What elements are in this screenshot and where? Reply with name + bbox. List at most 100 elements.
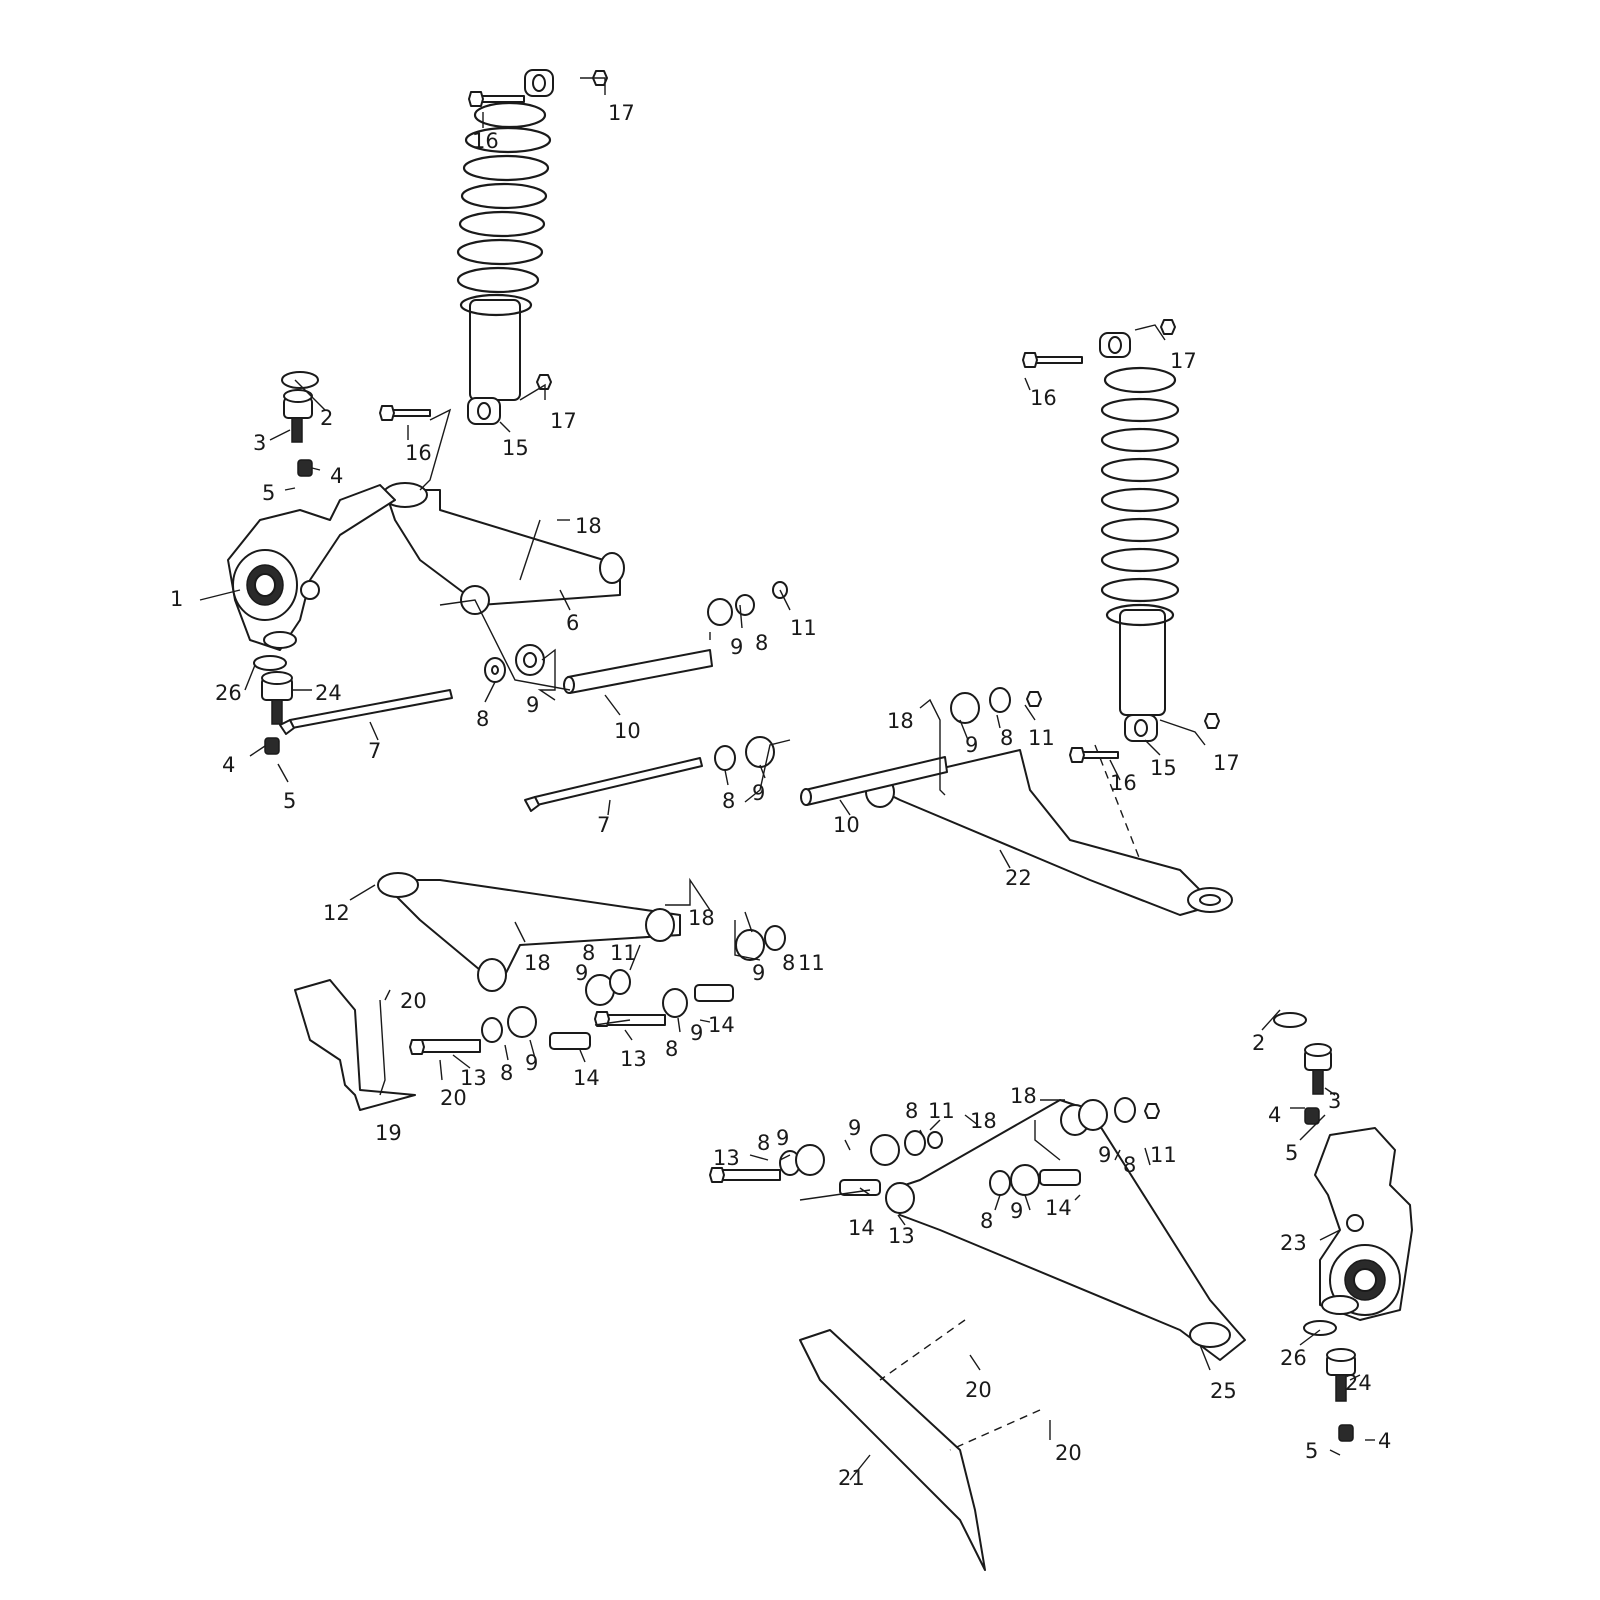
callout-9: 9 <box>965 733 978 757</box>
callout-20: 20 <box>440 1086 467 1110</box>
callout-25: 25 <box>1210 1379 1237 1403</box>
callout-11: 11 <box>1150 1143 1177 1167</box>
upper-control-arm-rear <box>377 872 681 992</box>
callout-18: 18 <box>524 951 551 975</box>
callout-13: 13 <box>620 1047 647 1071</box>
callout-14: 14 <box>708 1013 735 1037</box>
callout-18: 18 <box>688 906 715 930</box>
leader-lines <box>199 77 1375 1481</box>
sleeve-10-left <box>563 649 713 694</box>
pivot-shaft-7-right <box>524 757 703 812</box>
steering-knuckle-left <box>227 484 396 651</box>
sleeve-10-right <box>800 756 948 806</box>
callout-8: 8 <box>980 1209 993 1233</box>
callout-5: 5 <box>1285 1141 1298 1165</box>
callout-10: 10 <box>833 813 860 837</box>
callout-8: 8 <box>665 1037 678 1061</box>
callout-7: 7 <box>597 813 610 837</box>
bolt-16-lower-right <box>1069 747 1119 763</box>
callout-9: 9 <box>752 781 765 805</box>
callout-11: 11 <box>790 616 817 640</box>
hidden-lines <box>879 744 1141 1451</box>
callout-11: 11 <box>928 1099 955 1123</box>
callout-9: 9 <box>1098 1143 1111 1167</box>
callout-8: 8 <box>755 631 768 655</box>
callout-8: 8 <box>722 789 735 813</box>
callout-9: 9 <box>525 1051 538 1075</box>
bolt-16-upper-right <box>1022 352 1083 368</box>
callout-20: 20 <box>965 1378 992 1402</box>
callout-4: 4 <box>1268 1103 1281 1127</box>
callout-26: 26 <box>1280 1346 1307 1370</box>
callout-9: 9 <box>730 635 743 659</box>
callout-4: 4 <box>1378 1429 1391 1453</box>
callout-5: 5 <box>283 789 296 813</box>
callout-17: 17 <box>1170 349 1197 373</box>
callout-8: 8 <box>500 1061 513 1085</box>
callout-24: 24 <box>315 681 342 705</box>
skid-plate-19 <box>294 979 416 1111</box>
callout-9: 9 <box>526 693 539 717</box>
callout-9: 9 <box>1010 1199 1023 1223</box>
callout-24: 24 <box>1345 1371 1372 1395</box>
callout-14: 14 <box>573 1066 600 1090</box>
callout-3: 3 <box>1328 1089 1341 1113</box>
callout-2: 2 <box>320 406 333 430</box>
callout-7: 7 <box>368 739 381 763</box>
callout-2: 2 <box>1252 1031 1265 1055</box>
callout-5: 5 <box>1305 1439 1318 1463</box>
callout-13: 13 <box>888 1224 915 1248</box>
callout-11: 11 <box>1028 726 1055 750</box>
upper-control-arm-left <box>382 482 625 615</box>
callout-16: 16 <box>1110 771 1137 795</box>
callout-9: 9 <box>776 1126 789 1150</box>
callout-8: 8 <box>1123 1153 1136 1177</box>
callout-26: 26 <box>215 681 242 705</box>
callout-16: 16 <box>1030 386 1057 410</box>
callout-8: 8 <box>782 951 795 975</box>
callout-18: 18 <box>1010 1084 1037 1108</box>
nut-17-lower-left <box>536 374 552 390</box>
callout-18: 18 <box>970 1109 997 1133</box>
callout-8: 8 <box>582 941 595 965</box>
callout-11: 11 <box>610 941 637 965</box>
callout-6: 6 <box>566 611 579 635</box>
callout-8: 8 <box>476 707 489 731</box>
callout-9: 9 <box>752 961 765 985</box>
callout-9: 9 <box>575 961 588 985</box>
shock-absorber-left <box>456 69 554 425</box>
callout-5: 5 <box>262 481 275 505</box>
callout-16: 16 <box>405 441 432 465</box>
callout-19: 19 <box>375 1121 402 1145</box>
ball-joint-upper-right <box>1273 1012 1332 1125</box>
ball-joint-lower-right <box>1303 1320 1356 1442</box>
bolt-16-lower-left <box>379 405 431 421</box>
callout-1: 1 <box>170 587 183 611</box>
washer-8-left <box>484 657 506 683</box>
bolts-13-rear-upper <box>409 925 786 1055</box>
steering-knuckle-right <box>1314 1127 1413 1321</box>
callout-17: 17 <box>608 101 635 125</box>
callout-labels: 17 16 2 3 17 16 15 4 5 18 1 6 11 9 8 26 … <box>170 101 1391 1490</box>
callout-13: 13 <box>713 1146 740 1170</box>
callout-12: 12 <box>323 901 350 925</box>
callout-10: 10 <box>614 719 641 743</box>
callout-9: 9 <box>848 1116 861 1140</box>
nut-17-lower-right <box>1204 713 1220 729</box>
ball-joint-lower-left <box>253 655 293 755</box>
callout-16: 16 <box>472 129 499 153</box>
callout-9: 9 <box>690 1021 703 1045</box>
callout-18: 18 <box>887 709 914 733</box>
callout-14: 14 <box>1045 1196 1072 1220</box>
lower-control-arm-right <box>865 749 1233 916</box>
callout-13: 13 <box>460 1066 487 1090</box>
callout-17: 17 <box>1213 751 1240 775</box>
callout-15: 15 <box>1150 756 1177 780</box>
callout-20: 20 <box>400 989 427 1013</box>
callout-20: 20 <box>1055 1441 1082 1465</box>
callout-11: 11 <box>798 951 825 975</box>
callout-21: 21 <box>838 1466 865 1490</box>
ball-joint-upper-left <box>281 371 319 477</box>
callout-23: 23 <box>1280 1231 1307 1255</box>
